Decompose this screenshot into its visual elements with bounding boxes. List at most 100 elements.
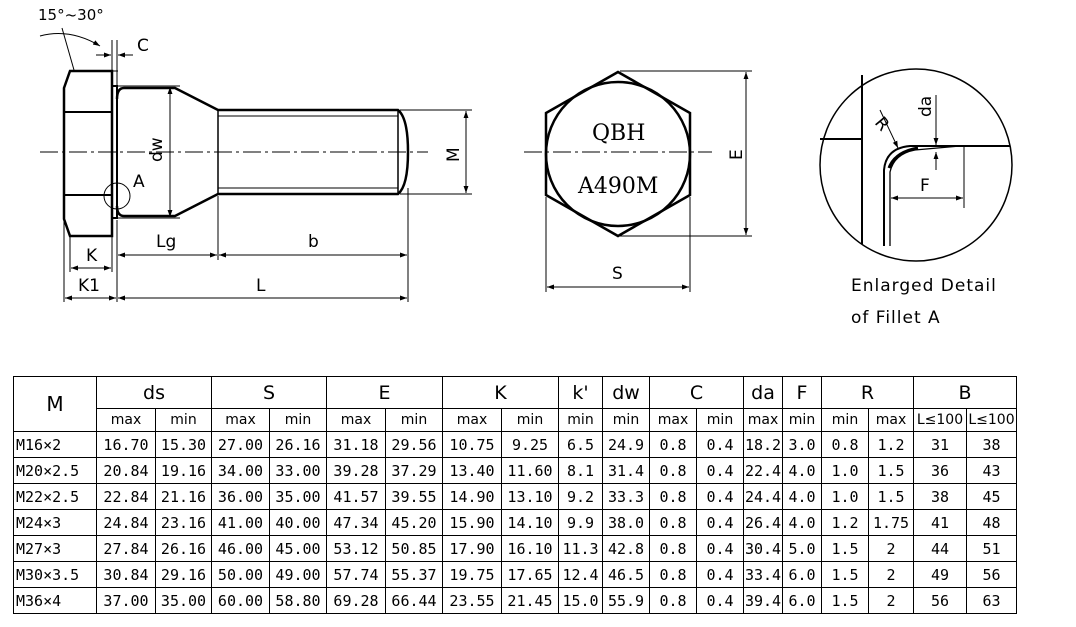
table-group-header-row: M ds S E K k' dw C da F R B — [13, 376, 1017, 432]
table-cell: 9.2 — [558, 483, 603, 510]
table-cell: 33.3 — [602, 483, 650, 510]
table-cell: 33.4 — [743, 561, 783, 588]
table-cell: 35.00 — [269, 483, 327, 510]
table-cell: 49 — [913, 561, 967, 588]
table-cell: 45 — [966, 483, 1017, 510]
table-cell: 60.00 — [211, 587, 270, 614]
table-cell: 44 — [913, 535, 967, 562]
header-ds: ds — [96, 376, 212, 409]
table-cell: 31.4 — [602, 457, 650, 484]
table-cell: 2 — [868, 587, 914, 614]
sub-header: max — [743, 408, 783, 432]
table-cell: 19.16 — [155, 457, 212, 484]
table-cell: 36 — [913, 457, 967, 484]
label-c: C — [137, 36, 149, 56]
label-r: R — [870, 113, 893, 135]
table-cell: 38 — [913, 483, 967, 510]
table-cell: 4.0 — [782, 509, 822, 536]
table-cell: 11.3 — [558, 535, 603, 562]
table-cell: 50.85 — [385, 535, 443, 562]
table-cell: 0.8 — [649, 535, 697, 562]
table-cell: 1.2 — [821, 509, 869, 536]
table-cell: 30.84 — [96, 561, 156, 588]
table-cell: 55.9 — [602, 587, 650, 614]
table-cell: 22.84 — [96, 483, 156, 510]
table-cell: 0.8 — [649, 483, 697, 510]
table-cell: 39.28 — [326, 457, 386, 484]
label-k: K — [86, 246, 98, 266]
table-cell: 27.84 — [96, 535, 156, 562]
label-lg: Lg — [156, 232, 176, 252]
table-cell: 45.20 — [385, 509, 443, 536]
table-cell: 56 — [913, 587, 967, 614]
table-cell: 24.9 — [602, 431, 650, 458]
table-cell: 1.5 — [868, 483, 914, 510]
header-e: E — [326, 376, 443, 409]
table-cell: 23.16 — [155, 509, 212, 536]
table-cell: 46.5 — [602, 561, 650, 588]
label-b: b — [308, 232, 319, 252]
table-cell: 42.8 — [602, 535, 650, 562]
size-cell: M20×2.5 — [13, 457, 97, 484]
table-cell: 0.8 — [821, 431, 869, 458]
table-cell: 58.80 — [269, 587, 327, 614]
table-cell: 4.0 — [782, 483, 822, 510]
table-cell: 29.16 — [155, 561, 212, 588]
table-cell: 20.84 — [96, 457, 156, 484]
table-cell: 14.10 — [501, 509, 559, 536]
sub-header: L≤100 — [966, 408, 1017, 432]
table-cell: 40.00 — [269, 509, 327, 536]
table-cell: 0.4 — [696, 535, 744, 562]
table-cell: 56 — [966, 561, 1017, 588]
header-k-prime: k' — [558, 376, 603, 409]
size-cell: M22×2.5 — [13, 483, 97, 510]
dimension-table: M ds S E K k' dw C da F R B max min max … — [13, 376, 1017, 614]
label-m: M — [444, 147, 464, 162]
table-cell: 47.34 — [326, 509, 386, 536]
table-cell: 1.5 — [821, 535, 869, 562]
sub-header: min — [501, 408, 559, 432]
label-s: S — [612, 264, 623, 284]
table-cell: 0.8 — [649, 431, 697, 458]
table-cell: 51 — [966, 535, 1017, 562]
size-cell: M24×3 — [13, 509, 97, 536]
table-cell: 1.5 — [868, 457, 914, 484]
table-cell: 29.56 — [385, 431, 443, 458]
table-cell: 35.00 — [155, 587, 212, 614]
detail-caption-line1: Enlarged Detail — [851, 276, 997, 296]
table-cell: 38.0 — [602, 509, 650, 536]
table-cell: 15.30 — [155, 431, 212, 458]
sub-header: max — [326, 408, 386, 432]
table-cell: 26.16 — [269, 431, 327, 458]
head-marking-grade: A490M — [577, 174, 658, 199]
table-cell: 1.2 — [868, 431, 914, 458]
table-cell: 4.0 — [782, 457, 822, 484]
table-cell: 9.25 — [501, 431, 559, 458]
table-cell: 37.00 — [96, 587, 156, 614]
header-b: B — [913, 376, 1017, 409]
table-cell: 26.16 — [155, 535, 212, 562]
bolt-end-view — [524, 70, 752, 292]
table-cell: 0.4 — [696, 587, 744, 614]
table-cell: 16.70 — [96, 431, 156, 458]
table-cell: 14.90 — [442, 483, 502, 510]
table-cell: 6.5 — [558, 431, 603, 458]
size-cell: M30×3.5 — [13, 561, 97, 588]
table-cell: 16.10 — [501, 535, 559, 562]
table-cell: 18.2 — [743, 431, 783, 458]
table-cell: 45.00 — [269, 535, 327, 562]
table-cell: 6.0 — [782, 587, 822, 614]
table-cell: 66.44 — [385, 587, 443, 614]
label-l: L — [256, 276, 266, 296]
fillet-detail-view — [819, 68, 1013, 262]
label-da: da — [916, 96, 936, 117]
table-cell: 57.74 — [326, 561, 386, 588]
table-cell: 1.5 — [821, 561, 869, 588]
sub-header: L≤100 — [913, 408, 967, 432]
table-cell: 26.4 — [743, 509, 783, 536]
sub-header: min — [269, 408, 327, 432]
